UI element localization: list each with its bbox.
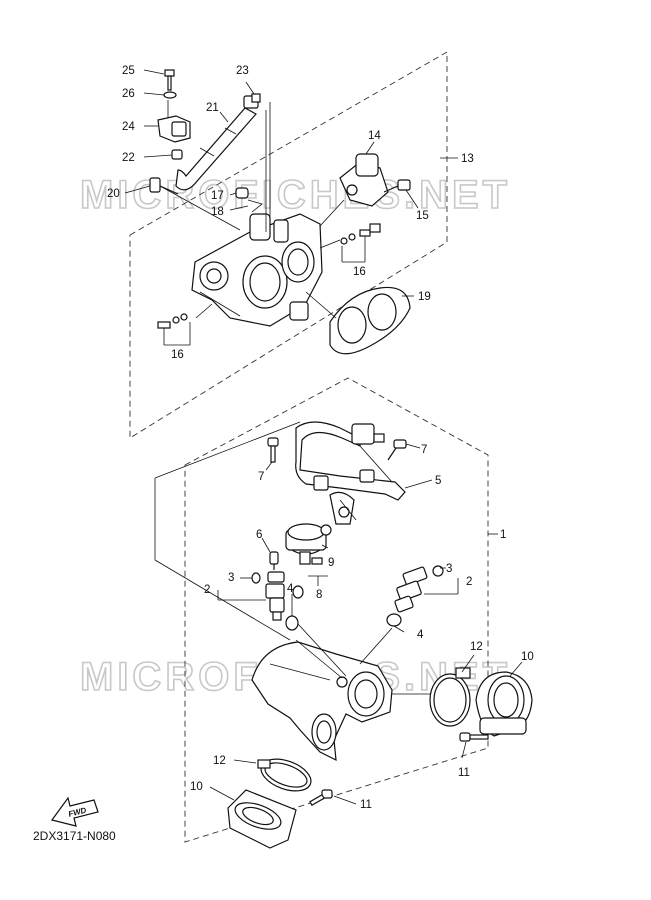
callout-10-bottom: 10 — [190, 781, 203, 793]
callout-26: 26 — [122, 88, 135, 100]
callout-10-right: 10 — [521, 651, 534, 663]
callout-4-left: 4 — [287, 583, 294, 595]
injector-2-left — [251, 571, 285, 621]
callout-11-bottom: 11 — [360, 799, 372, 811]
callout-23: 23 — [236, 65, 249, 77]
diagram-code: 2DX3171-N080 — [33, 829, 116, 843]
callout-12-right: 12 — [470, 641, 483, 653]
screw-11-bottom — [309, 789, 333, 807]
washer-26 — [163, 91, 177, 99]
callout-8: 8 — [316, 589, 322, 601]
callout-7-left: 7 — [258, 471, 264, 483]
callout-21: 21 — [206, 102, 219, 114]
fwd-label: FWD — [67, 806, 87, 819]
callout-12-bottom: 12 — [213, 755, 226, 767]
screw-set-16-right — [340, 223, 381, 245]
regulator-9 — [285, 523, 332, 565]
intake-manifold — [251, 641, 393, 762]
grommet-17 — [235, 187, 249, 199]
callout-3-left: 3 — [228, 572, 234, 584]
throttle-body — [191, 213, 323, 327]
callout-13: 13 — [461, 153, 474, 165]
bolt-7-left — [267, 437, 279, 463]
callout-22: 22 — [122, 152, 135, 164]
throttle-body-assembly-outline — [129, 51, 448, 439]
callout-7-right: 7 — [421, 444, 427, 456]
callout-16-left: 16 — [171, 349, 184, 361]
callout-14: 14 — [368, 130, 381, 142]
joint-10-bottom — [227, 789, 297, 849]
callout-5: 5 — [435, 475, 441, 487]
bolt-25 — [164, 69, 175, 91]
callout-2-left: 2 — [204, 584, 210, 596]
o-ring-4-left — [285, 615, 299, 631]
leader-lines-lower — [209, 443, 523, 805]
callout-24: 24 — [122, 121, 135, 133]
callout-6: 6 — [256, 529, 262, 541]
callout-9: 9 — [328, 557, 334, 569]
pressure-sensor-24 — [157, 100, 191, 143]
fuel-hose-5 — [295, 421, 406, 525]
hose-clamp-12-right — [429, 667, 471, 727]
callout-20: 20 — [107, 188, 120, 200]
callout-4-right: 4 — [417, 629, 424, 641]
forward-direction-arrow: FWD — [50, 796, 99, 827]
manifold-assembly-outline — [184, 377, 489, 843]
watermark-top: MICROFICHES.NET — [80, 173, 511, 217]
callout-19: 19 — [418, 291, 431, 303]
callout-1: 1 — [500, 529, 506, 541]
joint-10-right — [475, 671, 533, 737]
bolt-7-right — [387, 439, 407, 461]
clip-18 — [247, 199, 263, 213]
callout-17: 17 — [211, 190, 224, 202]
callout-16-right: 16 — [353, 266, 366, 278]
screw-15 — [383, 179, 411, 193]
leader-lines-upper — [124, 69, 458, 346]
o-ring-4-right — [386, 613, 402, 627]
grommet-22 — [171, 149, 183, 160]
o-ring-left — [292, 585, 304, 599]
injector-2-right — [394, 565, 444, 613]
callout-25: 25 — [122, 65, 135, 77]
hose-clamp-12-bottom — [257, 758, 312, 792]
callout-11-right: 11 — [458, 767, 470, 779]
callout-labels: 25 26 24 22 20 21 23 17 18 14 15 13 19 1… — [107, 65, 534, 811]
callout-2-right: 2 — [466, 576, 472, 588]
callout-3-right: 3 — [446, 563, 452, 575]
clip-23 — [251, 93, 261, 103]
callout-18: 18 — [211, 206, 224, 218]
callout-15: 15 — [416, 210, 429, 222]
screw-set-16-left — [157, 313, 188, 329]
screw-11-right — [459, 732, 489, 742]
throttle-position-sensor-14 — [339, 153, 389, 207]
screw-6 — [269, 551, 279, 570]
gasket-19 — [329, 286, 411, 355]
